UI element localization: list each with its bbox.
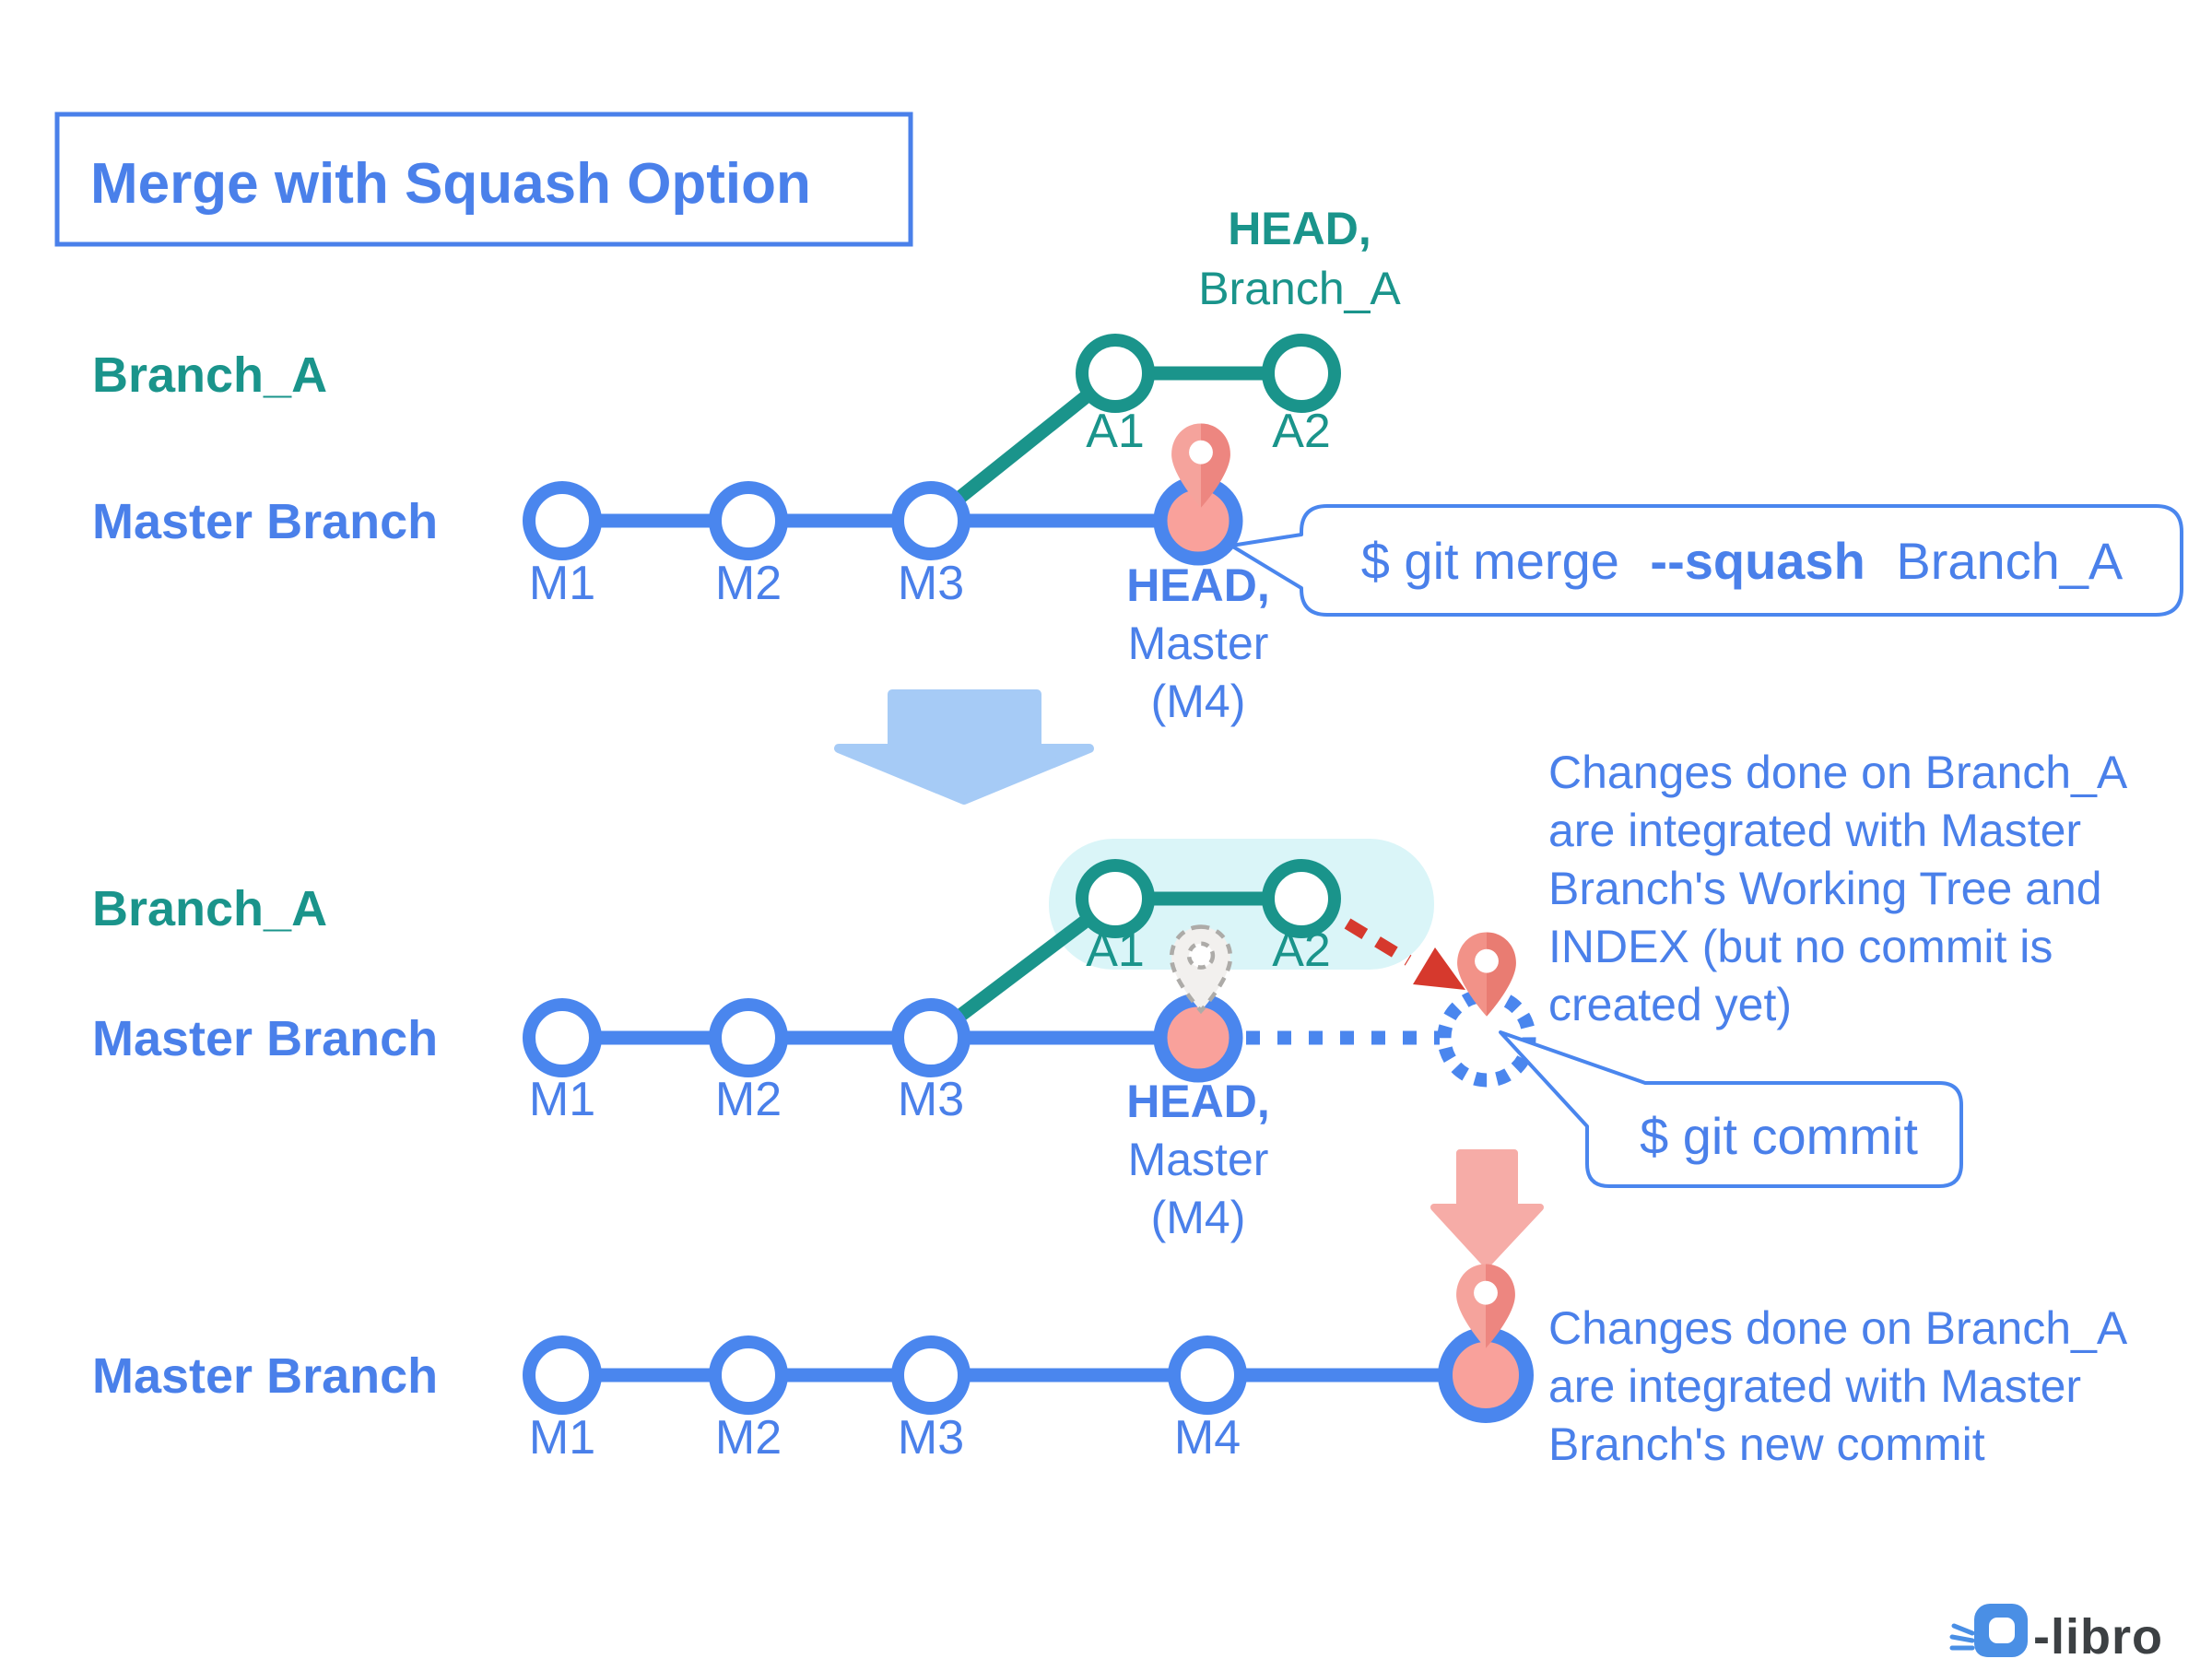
commit-label-a1: A1 xyxy=(1086,924,1145,977)
commit-node-a1 xyxy=(1076,334,1155,413)
annotation-line: are integrated with Master xyxy=(1548,1360,2081,1412)
commit-node-a2 xyxy=(1262,859,1341,938)
commit-node-m1 xyxy=(523,998,602,1077)
master-row-label: Master Branch xyxy=(92,494,438,549)
git-commit-command-bubble xyxy=(1499,1030,1963,1188)
commit-node-a1 xyxy=(1076,859,1155,938)
commit-label-m2: M2 xyxy=(715,1411,782,1465)
bottom-diagram: Master Branch M1 M2 M3 M4 Changes done o… xyxy=(92,1264,2128,1470)
commit-label-a2: A2 xyxy=(1272,924,1331,977)
master-head-line2: Master xyxy=(1128,618,1269,669)
commit-label-m3: M3 xyxy=(898,557,964,610)
commit-node-m3 xyxy=(891,481,971,560)
annotation-line: Changes done on Branch_A xyxy=(1548,1302,2128,1354)
commit-label-a1: A1 xyxy=(1086,405,1145,458)
master-head-line3: (M4) xyxy=(1151,1192,1246,1243)
new-commit-annotation: Changes done on Branch_A are integrated … xyxy=(1548,1302,2128,1470)
commit-label-m1: M1 xyxy=(529,1411,595,1465)
master-head-line2: Master xyxy=(1128,1134,1269,1185)
page-title: Merge with Squash Option xyxy=(90,152,811,216)
commit-label-m3: M3 xyxy=(898,1073,964,1126)
branch-a-row-label: Branch_A xyxy=(92,347,327,403)
command-part1: $ git merge xyxy=(1361,532,1619,590)
commit-node-m3 xyxy=(891,1335,971,1415)
dlibro-logo: -libro xyxy=(1949,1604,2163,1659)
annotation-line: Branch's new commit xyxy=(1548,1418,1985,1470)
squash-red-dashed-arrow xyxy=(1344,918,1412,966)
master-row-label: Master Branch xyxy=(92,1348,438,1404)
commit-label-m1: M1 xyxy=(529,1073,595,1126)
command-flag: --squash xyxy=(1650,532,1865,590)
branch-a-head-line1: HEAD, xyxy=(1228,203,1371,254)
commit-label-m1: M1 xyxy=(529,557,595,610)
commit-label-a2: A2 xyxy=(1272,405,1331,458)
commit-label-m2: M2 xyxy=(715,557,782,610)
master-head-line1: HEAD, xyxy=(1126,559,1270,611)
top-diagram: Branch_A Master Branch HEAD, Branch_A A1… xyxy=(92,203,2183,727)
commit-node-m2 xyxy=(709,998,788,1077)
commit-node-m3 xyxy=(891,998,971,1077)
branch-a-row-label: Branch_A xyxy=(92,881,327,936)
commit-node-m1 xyxy=(523,481,602,560)
merge-squash-command-bubble xyxy=(1230,504,2183,617)
middle-diagram: Branch_A Master Branch A1 A2 M1 M2 M3 HE… xyxy=(92,747,2128,1243)
git-commit-command: $ git commit xyxy=(1640,1107,1918,1165)
working-tree-annotation: Changes done on Branch_A are integrated … xyxy=(1548,747,2128,1030)
logo-wordmark: -libro xyxy=(2033,1609,2163,1659)
down-arrow-icon xyxy=(834,689,1094,805)
command-part2: Branch_A xyxy=(1896,532,2124,590)
commit-node-m4 xyxy=(1168,1335,1247,1415)
commit-node-a2 xyxy=(1262,334,1341,413)
annotation-line: Changes done on Branch_A xyxy=(1548,747,2128,798)
commit-node-m2 xyxy=(709,481,788,560)
master-head-line3: (M4) xyxy=(1151,676,1246,727)
merge-squash-command: $ git merge --squash Branch_A xyxy=(1361,532,2124,590)
commit-label-m4: M4 xyxy=(1174,1411,1241,1465)
annotation-line: INDEX (but no commit is xyxy=(1548,921,2053,972)
dlibro-book-icon xyxy=(1949,1604,2028,1657)
pink-down-arrow-icon xyxy=(1430,1149,1544,1268)
master-row-label: Master Branch xyxy=(92,1011,438,1066)
squash-red-arrowhead xyxy=(1413,947,1465,990)
commit-node-m2 xyxy=(709,1335,788,1415)
annotation-line: created yet) xyxy=(1548,979,1792,1030)
title-box xyxy=(54,112,913,247)
annotation-line: Branch's Working Tree and xyxy=(1548,863,2102,914)
commit-label-m2: M2 xyxy=(715,1073,782,1126)
master-head-line1: HEAD, xyxy=(1126,1076,1270,1127)
commit-node-m1 xyxy=(523,1335,602,1415)
commit-node-m4-head xyxy=(1153,993,1243,1083)
commit-label-m3: M3 xyxy=(898,1411,964,1465)
branch-a-head-line2: Branch_A xyxy=(1198,263,1401,314)
annotation-line: are integrated with Master xyxy=(1548,805,2081,856)
